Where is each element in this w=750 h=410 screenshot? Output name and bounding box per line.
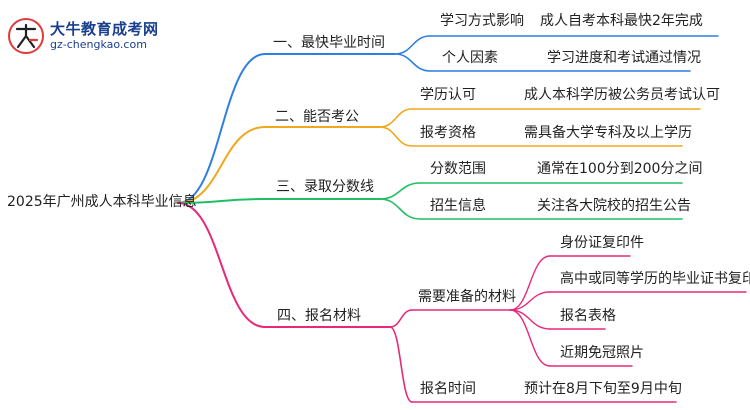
branch-1-child-1-connector [394,35,431,55]
material-item-4: 近期免冠照片 [560,345,644,361]
branch-1-child-1-label: 学习方式影响 [440,13,524,29]
branch-1-child-2-detail: 学习进度和考试通过情况 [547,50,701,66]
branch-2-child-1-label: 学历认可 [420,87,476,103]
branch-2-connector [177,126,266,204]
branch-2-label: 二、能否考公 [275,109,359,125]
branch-3-child-2-connector [379,198,421,220]
material-item-2: 高中或同等学历的毕业证书复印件 [560,271,750,287]
root-node-label: 2025年广州成人本科毕业信息 [7,194,197,210]
branch-4-connector [177,202,266,328]
branch-4-child-2-label: 报名时间 [420,381,476,397]
branch-2-child-2-connector [379,126,413,147]
branch-1-label: 一、最快毕业时间 [273,35,385,51]
branch-3-child-2-detail: 关注各大院校的招生公告 [537,198,691,214]
material-item-3-connector [509,309,551,330]
logo-title: 大牛教育成考网 [50,20,159,38]
logo-badge-icon [8,18,44,54]
logo-url: gz-chengkao.com [50,38,147,51]
branch-4-child-1-label: 需要准备的材料 [418,289,516,305]
material-item-3: 报名表格 [560,308,616,324]
branch-2-child-2-detail: 需具备大学专科及以上学历 [524,125,692,141]
branch-4-child-1-connector [389,309,413,328]
branch-1-child-2-label: 个人因素 [442,50,498,66]
material-item-1-connector [509,255,551,311]
branch-2-child-1-detail: 成人本科学历被公务员考试认可 [524,87,720,103]
branch-4-child-2-detail: 预计在8月下旬至9月中旬 [524,381,682,397]
branch-3-connector [177,198,266,204]
branch-3-child-1-label: 分数范围 [430,161,486,177]
branch-1-child-2-connector [394,53,431,72]
branch-1-connector [177,53,266,204]
branch-2-child-1-connector [379,108,413,128]
material-item-4-connector [509,309,551,367]
branch-4-label: 四、报名材料 [277,308,361,324]
branch-2-child-2-label: 报考资格 [420,125,476,141]
material-item-1: 身份证复印件 [560,235,644,251]
branch-3-label: 三、录取分数线 [276,179,374,195]
branch-4-child-2-connector [389,326,413,403]
branch-3-child-1-detail: 通常在100分到200分之间 [537,161,703,177]
branch-1-child-1-detail: 成人自考本科最快2年完成 [540,13,703,29]
site-logo: 大牛教育成考网 gz-chengkao.com [8,16,178,56]
material-item-2-connector [509,291,551,311]
branch-3-child-2-label: 招生信息 [430,198,486,214]
branch-2-child-1b-connector [379,182,421,200]
